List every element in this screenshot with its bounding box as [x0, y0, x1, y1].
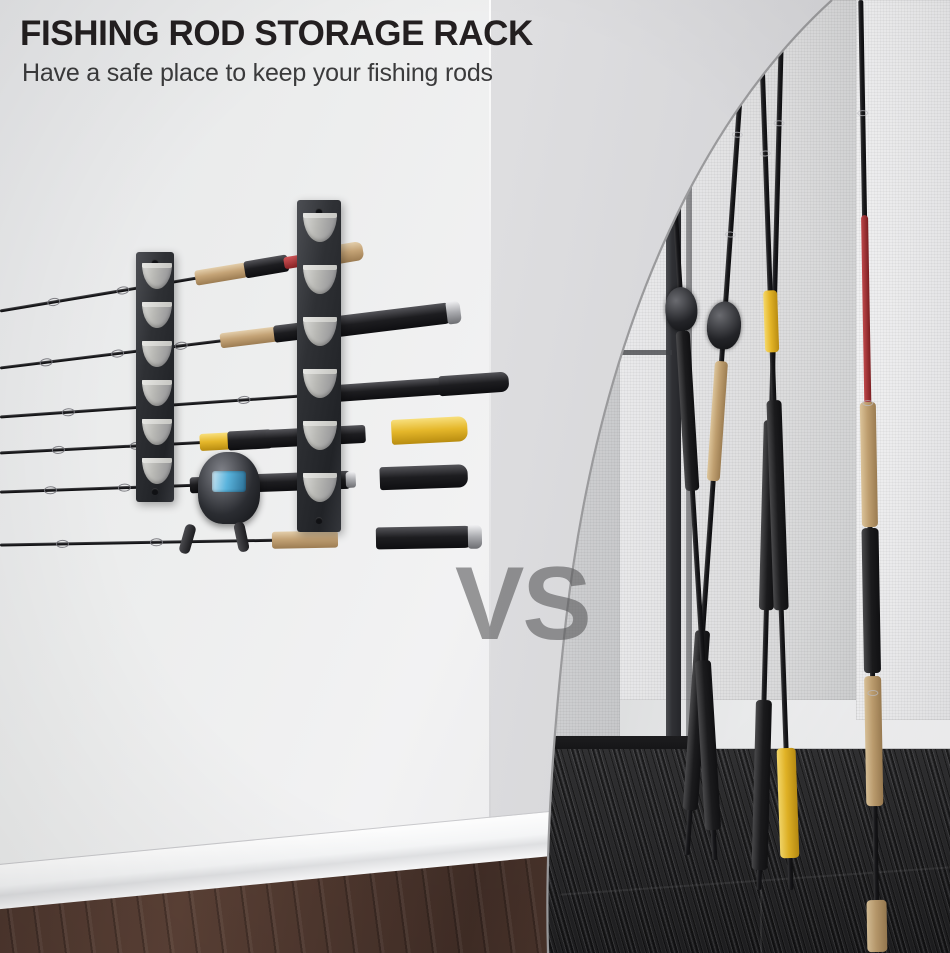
mount-hole-bottom	[316, 517, 323, 524]
page-subtitle: Have a safe place to keep your fishing r…	[22, 59, 493, 87]
line-guide	[174, 341, 188, 351]
reel-seat	[243, 254, 289, 278]
yellow-butt-grip	[776, 747, 800, 859]
cork-grip	[859, 401, 878, 528]
line-guide	[62, 408, 76, 417]
cradle-lip	[303, 473, 337, 478]
line-guide	[56, 540, 69, 548]
eva-grip	[766, 400, 789, 611]
cradle-lip	[303, 213, 337, 218]
cradle-lip	[142, 458, 172, 463]
spinning-reel	[663, 286, 699, 332]
butt-cap	[445, 300, 462, 325]
line-guide	[111, 349, 125, 359]
cradle-lip	[142, 341, 172, 346]
line-guide	[759, 150, 771, 157]
line-guide	[150, 538, 163, 546]
eva-butt-grip	[694, 659, 722, 831]
cradle-lip	[303, 421, 337, 426]
cradle-lip	[142, 380, 172, 385]
line-guide	[39, 358, 53, 368]
line-guide	[52, 446, 65, 455]
cradle-lip	[142, 419, 172, 424]
cradle-lip	[303, 317, 337, 322]
cradle-lip	[142, 263, 172, 268]
spinning-reel	[705, 300, 743, 351]
rack-rod-1	[0, 229, 426, 322]
line-guide	[724, 231, 737, 238]
line-guide	[44, 486, 57, 494]
cradle-lip	[303, 265, 337, 270]
eva-reel-seat	[861, 527, 882, 674]
mount-hole-top	[316, 208, 323, 215]
line-guide	[857, 110, 869, 117]
eva-butt-grip	[438, 371, 509, 396]
baitcasting-reel	[198, 452, 260, 524]
eva-butt-grip	[379, 464, 468, 490]
cradle-lip	[142, 302, 172, 307]
line-guide	[237, 396, 251, 405]
cork-butt-cap	[866, 899, 888, 953]
eva-grip	[325, 377, 446, 402]
reel-spool	[212, 471, 247, 493]
rod-blank	[0, 441, 208, 455]
vs-badge: VS	[455, 546, 592, 662]
yellow-grip-wrap	[763, 290, 780, 353]
cradle-lip	[303, 369, 337, 374]
rack-rod-6	[0, 523, 520, 558]
mount-hole-bottom	[152, 488, 159, 495]
mount-hole-top	[152, 259, 159, 266]
cork-foregrip	[194, 262, 248, 285]
yellow-butt-grip	[391, 416, 468, 445]
red-accent-wrap	[861, 215, 872, 431]
reel-seat-ring	[346, 472, 357, 488]
line-guide	[116, 285, 130, 295]
wall-corner-edge	[489, 0, 491, 953]
header: FISHING ROD STORAGE RACK Have a safe pla…	[20, 14, 533, 88]
cork-grip	[706, 360, 729, 482]
cork-foregrip	[272, 531, 338, 549]
cork-foregrip	[219, 326, 278, 348]
line-guide	[731, 131, 744, 139]
page-title: FISHING ROD STORAGE RACK	[20, 14, 533, 53]
eva-butt-grip	[751, 699, 772, 871]
line-guide	[47, 297, 61, 307]
line-guide	[118, 483, 131, 491]
eva-grip	[675, 330, 700, 492]
